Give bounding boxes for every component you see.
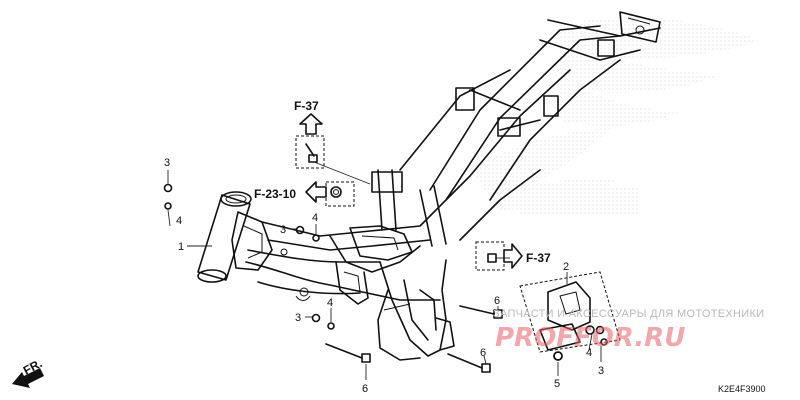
- callout-6: 6: [480, 347, 486, 359]
- callout-4: 4: [586, 347, 592, 359]
- watermark-text: ЗАПЧАСТИ И АКСЕССУАРЫ ДЛЯ МОТОТЕХНИКИ: [493, 308, 764, 320]
- watermark-logo: PROFFOR.RU: [495, 323, 685, 353]
- ref-label-left: F-23-10: [254, 187, 296, 201]
- callout-1: 1: [178, 241, 184, 253]
- main-frame: [197, 11, 661, 361]
- brand-wing-watermark: [470, 17, 760, 216]
- ref-label-top: F-37: [294, 99, 319, 113]
- callout-4: 4: [176, 215, 182, 227]
- dashed-boxes: [295, 135, 621, 353]
- nuts-washers: [163, 183, 605, 361]
- callout-4: 4: [327, 297, 333, 309]
- diagram-code: K2E4F3900: [718, 384, 766, 394]
- front-direction-arrow-icon: [12, 368, 44, 388]
- ref-arrow-up-icon: [299, 113, 323, 135]
- ref-arrow-left-icon: [305, 181, 327, 203]
- callout-2: 2: [563, 261, 569, 273]
- head-pipe: [197, 194, 251, 281]
- callout-3: 3: [598, 365, 604, 377]
- callout-6: 6: [362, 383, 368, 395]
- callout-3: 3: [164, 157, 170, 169]
- callout-5: 5: [554, 378, 560, 390]
- callout-3: 3: [295, 312, 301, 324]
- callout-3: 3: [280, 224, 286, 236]
- ref-arrow-right-icon: [503, 243, 523, 269]
- leader-lines: [167, 161, 602, 380]
- callout-4: 4: [312, 212, 318, 224]
- callout-6: 6: [494, 295, 500, 307]
- ref-label-right: F-37: [526, 251, 551, 265]
